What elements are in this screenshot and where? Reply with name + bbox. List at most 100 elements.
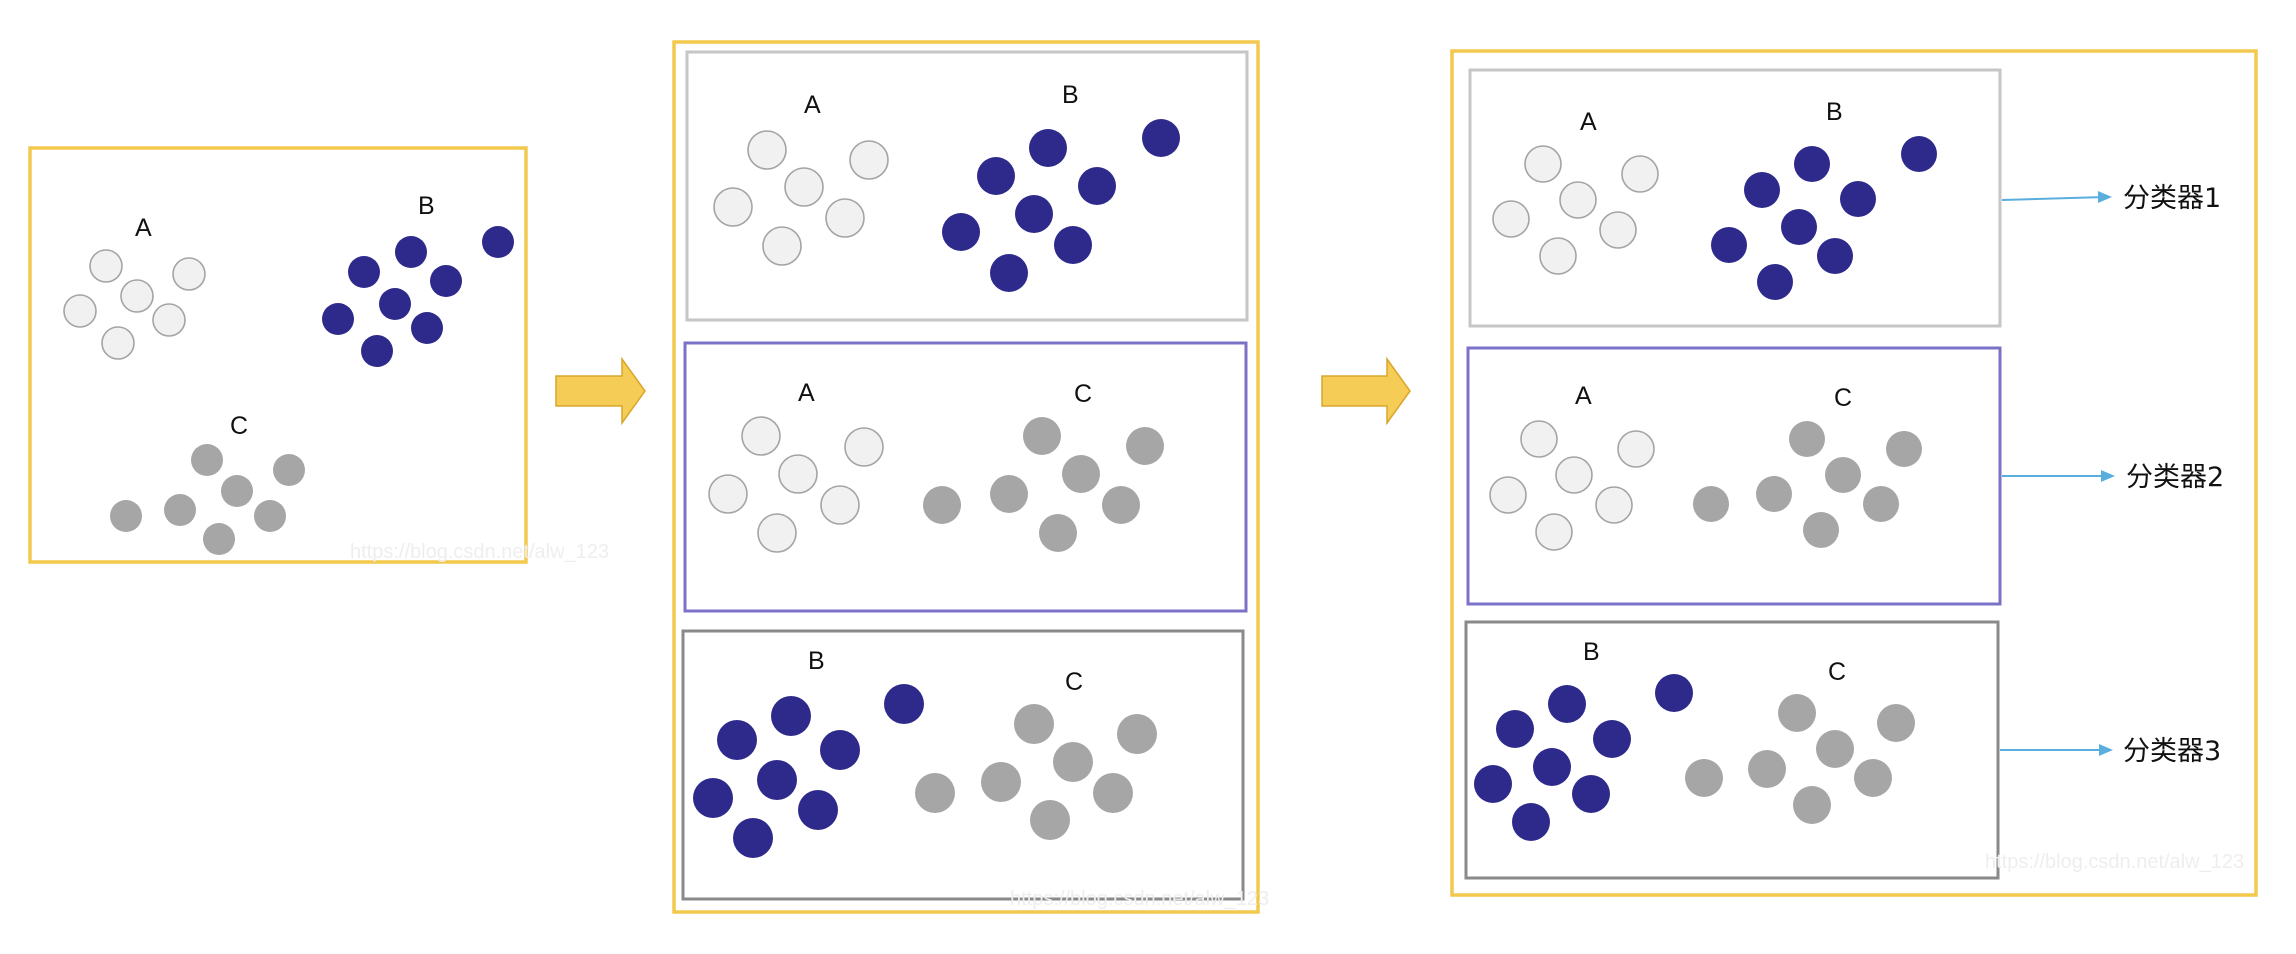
class-c-point [923, 486, 961, 524]
stage-classifiers: A B A C B C 分类器1 分类器2 [1450, 49, 2258, 897]
thin-right-arrow-icon [2001, 196, 2106, 201]
label-C: C [230, 412, 248, 440]
class-a-point [1595, 486, 1633, 524]
class-c-point [1803, 512, 1839, 548]
class-a-point [708, 474, 748, 514]
stage-original-frame [28, 146, 528, 564]
class-b-point [1711, 227, 1747, 263]
classifier-label-3: 分类器3 [2123, 736, 2221, 767]
class-c-point [1023, 417, 1061, 455]
class-c-point [203, 523, 235, 555]
label-B: B [1826, 98, 1843, 126]
class-a-point [1621, 155, 1659, 193]
class-b-point [820, 730, 860, 770]
stage-original-points [63, 226, 514, 555]
class-a-point [1524, 145, 1562, 183]
class-a-point [747, 130, 787, 170]
class-b-point [1817, 238, 1853, 274]
class-b-point [977, 157, 1015, 195]
label-A: A [798, 379, 815, 407]
class-a-point [1599, 211, 1637, 249]
class-b-point [1572, 775, 1610, 813]
classifier-3: 分类器3 [2000, 736, 2221, 767]
class-b-point [1757, 264, 1793, 300]
class-c-point [1854, 759, 1892, 797]
class-c-point [1102, 486, 1140, 524]
class-b-point [1533, 748, 1571, 786]
pair-panel-BC: B C [681, 629, 1245, 901]
class-a-point [1492, 200, 1530, 238]
class-b-point [1840, 181, 1876, 217]
right-arrow-icon [1321, 356, 1411, 426]
stage-classifiers-frame [1450, 49, 2258, 897]
class-b-point [942, 213, 980, 251]
watermark: https://blog.csdn.net/alw_123 [350, 541, 609, 563]
class-a-point [1535, 513, 1573, 551]
stage-pairwise-subsets: A B A C B C https://blog.csdn.net/alw_12… [672, 40, 1269, 914]
class-b-point [411, 312, 443, 344]
class-c-point [990, 475, 1028, 513]
pair-AB-points [713, 119, 1180, 292]
classifier-BC-points [1474, 674, 1915, 841]
class-b-point [757, 760, 797, 800]
class-b-point [771, 696, 811, 736]
class-c-point [1093, 773, 1133, 813]
label-B: B [808, 647, 825, 675]
watermark: https://blog.csdn.net/alw_123 [1010, 888, 1269, 910]
class-a-point [63, 294, 97, 328]
pair-AC-points [708, 416, 1164, 553]
class-b-point [322, 303, 354, 335]
label-A: A [804, 91, 821, 119]
class-a-point [89, 249, 123, 283]
right-arrow-icon [555, 356, 646, 426]
class-b-point [1655, 674, 1693, 712]
class-b-point [1593, 720, 1631, 758]
class-a-point [713, 187, 753, 227]
class-b-point [1474, 765, 1512, 803]
label-A: A [1575, 382, 1592, 410]
classifier-panel-AB: A B [1468, 68, 2002, 328]
class-c-point [1030, 800, 1070, 840]
class-b-point [1496, 710, 1534, 748]
classifier-label-2: 分类器2 [2126, 462, 2224, 493]
pair-BC-points [693, 684, 1157, 858]
class-c-point [981, 762, 1021, 802]
class-a-point [757, 513, 797, 553]
class-b-point [361, 335, 393, 367]
class-b-point [482, 226, 514, 258]
class-a-point [784, 167, 824, 207]
class-b-point [884, 684, 924, 724]
label-C: C [1074, 380, 1092, 408]
classifier-1: 分类器1 [2001, 183, 2221, 214]
class-b-point [1054, 226, 1092, 264]
class-b-point [1781, 209, 1817, 245]
class-b-point [1548, 685, 1586, 723]
class-b-point [693, 778, 733, 818]
classifier-panel-BC: B C [1464, 620, 2000, 880]
class-c-point [1816, 730, 1854, 768]
class-a-point [1617, 430, 1655, 468]
class-a-point [844, 427, 884, 467]
class-a-point [825, 198, 865, 238]
class-b-point [1794, 146, 1830, 182]
class-b-point [1512, 803, 1550, 841]
class-a-point [1539, 237, 1577, 275]
class-c-point [1748, 750, 1786, 788]
class-c-point [1126, 427, 1164, 465]
class-c-point [273, 454, 305, 486]
label-A: A [1580, 108, 1597, 136]
class-b-point [1078, 167, 1116, 205]
class-b-point [430, 265, 462, 297]
class-a-point [762, 226, 802, 266]
classifier-AB-points [1492, 136, 1937, 300]
stage-pairs-frame [672, 40, 1260, 914]
watermark: https://blog.csdn.net/alw_123 [1985, 851, 2244, 873]
class-b-point [1744, 172, 1780, 208]
class-c-point [1117, 714, 1157, 754]
classifier-2: 分类器2 [2002, 462, 2224, 493]
class-a-point [1489, 476, 1527, 514]
class-b-point [348, 256, 380, 288]
classifier-AC-points [1489, 420, 1922, 551]
class-c-point [1778, 694, 1816, 732]
